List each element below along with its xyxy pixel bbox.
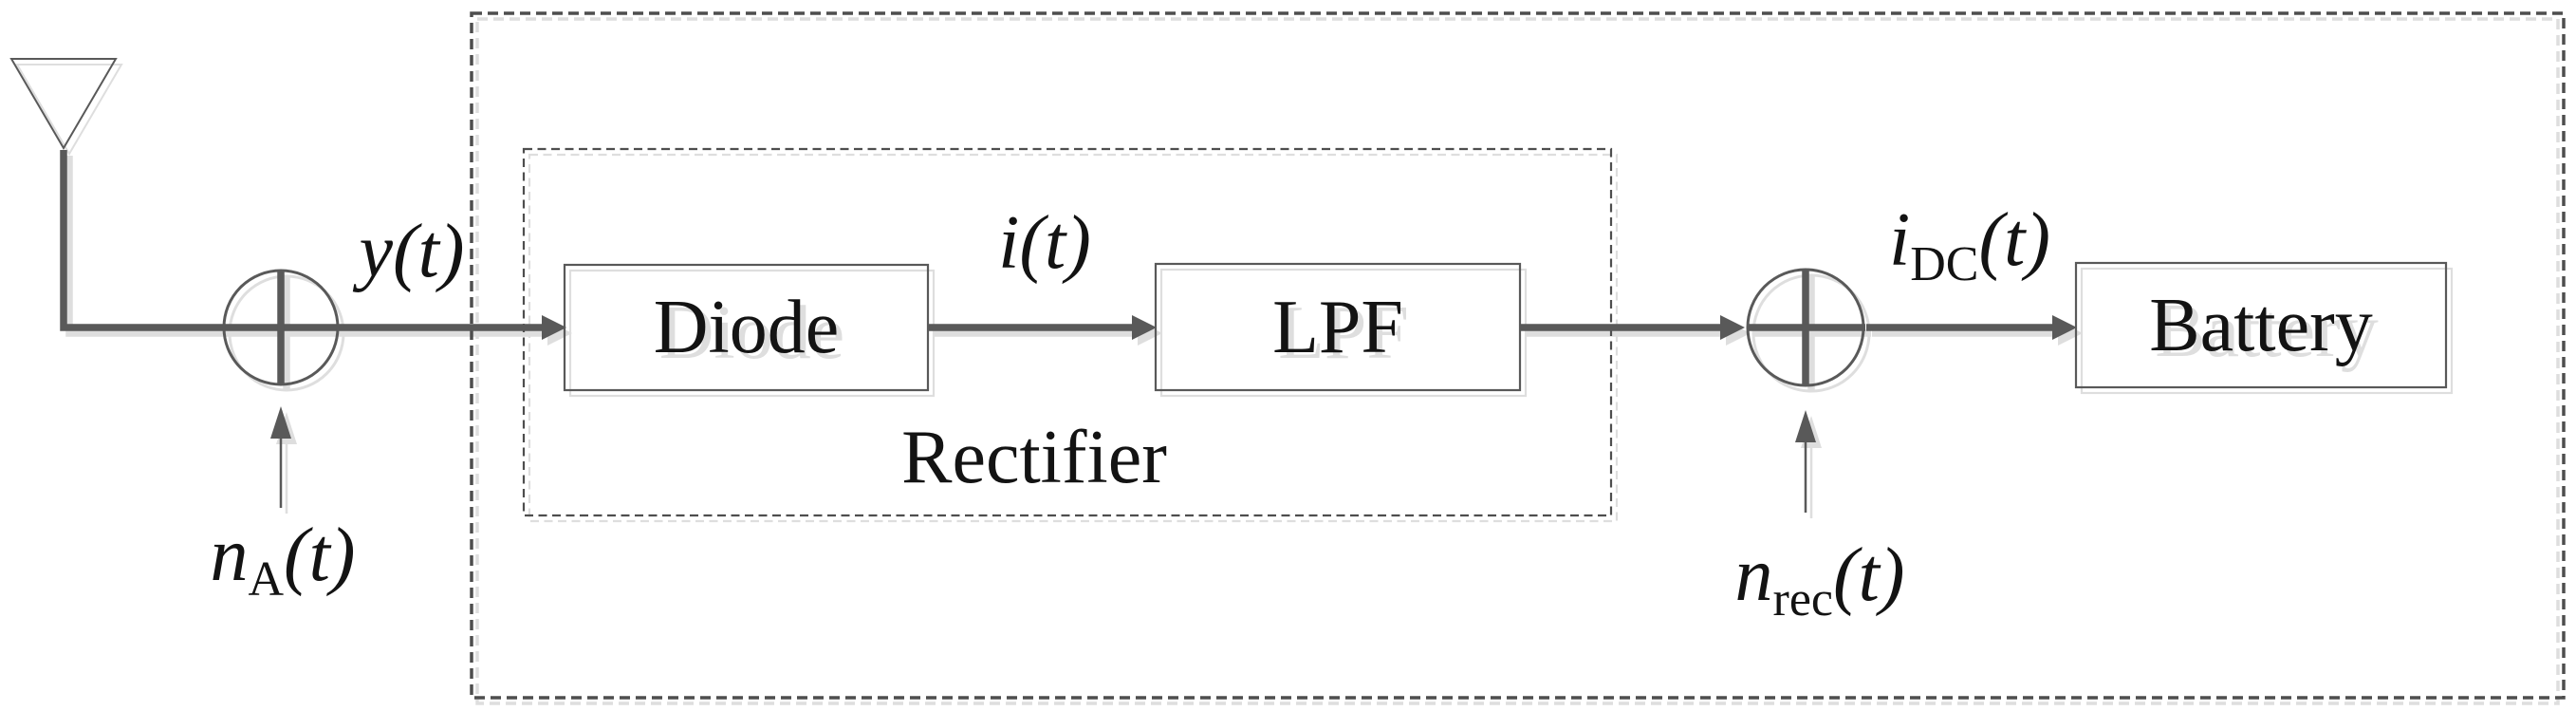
lpf-block-label: LPF xyxy=(1272,285,1403,369)
rectifier-dashed-box xyxy=(522,147,1613,517)
diode-block-label: Diode xyxy=(653,286,840,369)
outer-dashed-box xyxy=(470,11,2566,700)
signal-label-i-t: i(t) xyxy=(998,201,1091,285)
rectifier-group-label: Rectifier xyxy=(901,416,1167,499)
battery-block-label: Battery xyxy=(2149,283,2373,367)
noise-label-na-t: nA(t) xyxy=(210,514,356,607)
signal-label-y-t: y(t) xyxy=(359,210,465,293)
rectifier-dashed-box-shadow xyxy=(528,153,1619,523)
outer-dashed-box-shadow xyxy=(475,17,2560,705)
signal-label-idc-t: iDC(t) xyxy=(1889,198,2050,291)
noise-label-nrec-t: nrec(t) xyxy=(1734,533,1905,627)
